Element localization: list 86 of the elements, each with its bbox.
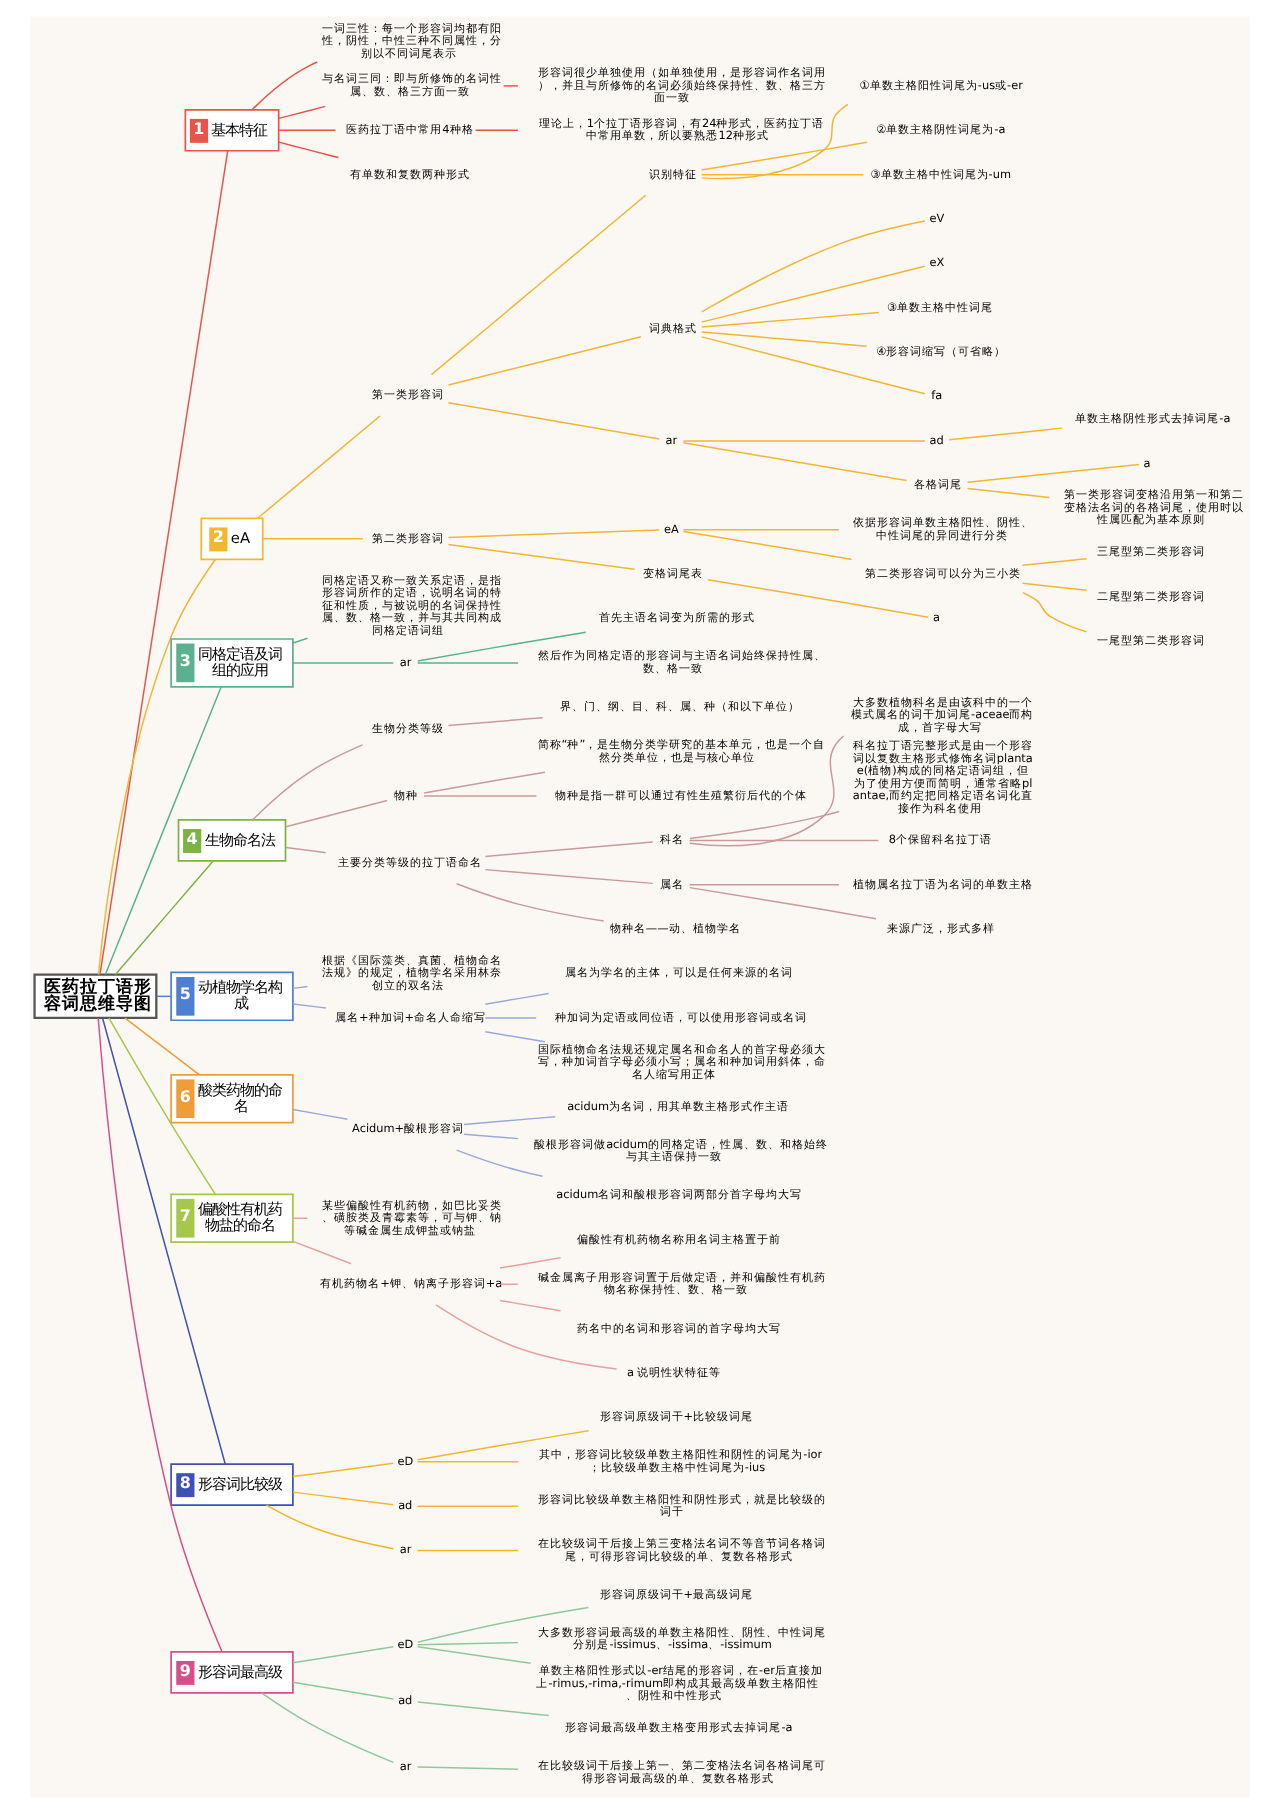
connector bbox=[124, 1017, 200, 1076]
connector bbox=[423, 795, 538, 797]
connector bbox=[700, 141, 868, 171]
connector bbox=[499, 1257, 562, 1269]
connector bbox=[455, 883, 605, 922]
connector bbox=[447, 401, 660, 440]
connector bbox=[278, 105, 326, 120]
connector bbox=[416, 1505, 519, 1507]
connector bbox=[689, 735, 845, 847]
connector bbox=[416, 1645, 532, 1664]
connector bbox=[292, 1491, 395, 1506]
connector bbox=[463, 1115, 556, 1126]
connector bbox=[484, 1030, 546, 1043]
connector bbox=[292, 1240, 352, 1265]
connector bbox=[423, 771, 546, 794]
connector bbox=[265, 1504, 395, 1550]
connector bbox=[499, 1299, 562, 1312]
connector bbox=[966, 487, 1051, 499]
node-box: 医药拉丁语形容词思维导图 bbox=[33, 973, 158, 1020]
connector bbox=[108, 1017, 217, 1196]
connector bbox=[251, 744, 364, 821]
connector bbox=[292, 662, 395, 664]
connector bbox=[416, 1461, 519, 1463]
connector bbox=[1021, 582, 1088, 592]
connector bbox=[966, 463, 1140, 484]
connector bbox=[417, 1606, 590, 1644]
connector bbox=[447, 717, 544, 727]
connector bbox=[484, 841, 654, 858]
connector bbox=[700, 336, 926, 395]
connector bbox=[292, 1681, 395, 1700]
connector bbox=[700, 311, 880, 328]
connector bbox=[417, 631, 587, 662]
connector bbox=[430, 194, 647, 376]
connector bbox=[292, 1108, 349, 1120]
connector bbox=[689, 886, 877, 920]
connector bbox=[97, 1017, 223, 1653]
connector bbox=[689, 884, 840, 886]
connector bbox=[256, 415, 381, 520]
connector bbox=[700, 265, 926, 323]
connector bbox=[502, 85, 519, 87]
connector bbox=[700, 103, 849, 180]
connector bbox=[700, 331, 868, 347]
connector bbox=[689, 839, 880, 842]
connector bbox=[682, 530, 853, 561]
connector bbox=[484, 868, 654, 885]
connector bbox=[682, 529, 840, 531]
connector bbox=[292, 1003, 327, 1009]
connector bbox=[260, 1692, 395, 1764]
connector bbox=[474, 129, 519, 131]
connector bbox=[417, 1430, 590, 1461]
connector bbox=[251, 61, 318, 111]
connector bbox=[435, 1304, 618, 1370]
connector bbox=[447, 336, 642, 386]
connector bbox=[278, 141, 340, 159]
connector bbox=[1022, 591, 1088, 633]
connector bbox=[700, 220, 926, 313]
connector bbox=[97, 558, 217, 976]
connector bbox=[447, 529, 660, 539]
connector bbox=[447, 543, 636, 571]
connector bbox=[700, 173, 865, 176]
connector bbox=[416, 1766, 519, 1770]
connector bbox=[292, 637, 309, 644]
connector bbox=[114, 860, 214, 976]
connector bbox=[292, 1646, 395, 1664]
connector bbox=[104, 686, 222, 976]
connector bbox=[682, 442, 908, 482]
connector bbox=[101, 1017, 226, 1465]
connector bbox=[689, 810, 840, 840]
connector bbox=[682, 440, 926, 442]
connector bbox=[416, 662, 519, 664]
connector bbox=[484, 1017, 537, 1019]
connector bbox=[484, 992, 550, 1005]
connector bbox=[292, 985, 309, 990]
connector bbox=[292, 1462, 395, 1478]
connector bbox=[463, 1133, 519, 1140]
connector bbox=[455, 1149, 544, 1177]
connector bbox=[262, 538, 364, 540]
connector bbox=[416, 1641, 519, 1646]
connector bbox=[416, 1701, 550, 1717]
connector bbox=[278, 129, 337, 131]
connector bbox=[416, 1549, 519, 1552]
connector bbox=[285, 799, 388, 828]
connector bbox=[948, 427, 1063, 441]
connector bbox=[1021, 558, 1088, 567]
connector bbox=[707, 579, 930, 618]
connector bbox=[285, 846, 327, 854]
